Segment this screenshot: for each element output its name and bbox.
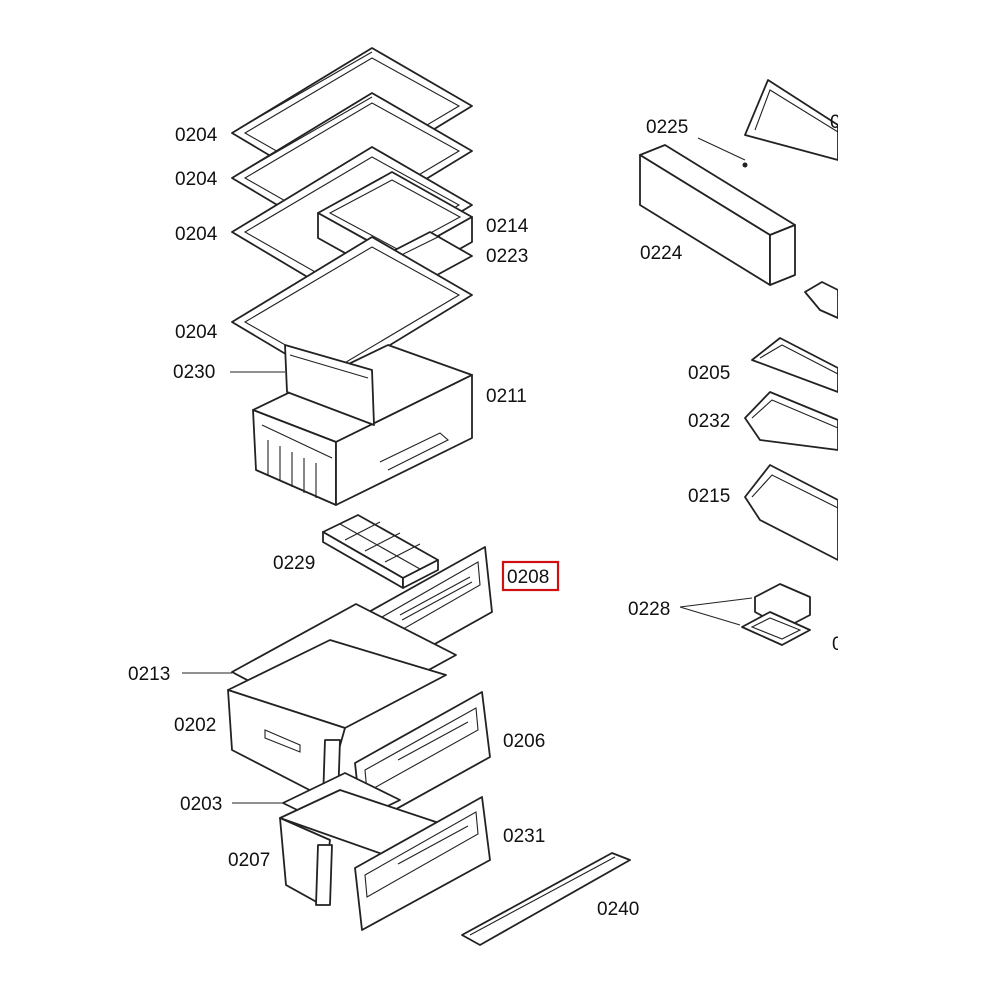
label-0240: 0240 — [597, 899, 639, 920]
door-cover-0224 — [639, 144, 796, 286]
highlight-box — [501, 560, 560, 592]
label-0208: 0208 — [507, 567, 549, 588]
leader-0228a — [679, 597, 753, 608]
freezer-drawer-0202 — [227, 639, 447, 801]
label-0204-d: 0204 — [175, 322, 218, 343]
divider-0230 — [284, 344, 375, 426]
leader-0225 — [697, 137, 746, 161]
label-0223: 0223 — [486, 246, 528, 267]
leader-0228b — [679, 606, 741, 626]
butter-dish-0228 — [741, 583, 811, 646]
label-0202: 0202 — [174, 715, 216, 736]
label-0214: 0214 — [486, 216, 529, 237]
label-0224: 0224 — [640, 243, 683, 264]
label-0207: 0207 — [228, 850, 270, 871]
kick-plate-0240 — [461, 852, 631, 946]
door-shelf-0232 — [744, 391, 839, 451]
label-0204-b: 0204 — [175, 169, 218, 190]
label-0213: 0213 — [128, 664, 170, 685]
ice-cube-tray-0229 — [322, 514, 439, 589]
egg-insert-partial — [804, 281, 839, 319]
label-0203: 0203 — [180, 794, 222, 815]
label-0230: 0230 — [173, 362, 215, 383]
crop-mask — [838, 0, 1000, 1000]
label-0206: 0206 — [503, 731, 545, 752]
drawer-front-0231 — [354, 796, 491, 931]
label-0211: 0211 — [486, 386, 527, 407]
label-0228: 0228 — [628, 599, 670, 620]
label-cut-off-2: 0 — [832, 634, 843, 655]
label-0204-a: 0204 — [175, 125, 218, 146]
label-0231: 0231 — [503, 826, 545, 847]
label-0229: 0229 — [273, 553, 315, 574]
label-0232: 0232 — [688, 411, 730, 432]
label-cut-off-1: 0 — [830, 112, 841, 133]
door-shelf-0205 — [751, 337, 839, 393]
door-shelf-0225 — [744, 79, 839, 161]
label-0205: 0205 — [688, 363, 730, 384]
door-shelf-0215 — [744, 464, 839, 561]
label-0215: 0215 — [688, 486, 730, 507]
label-0225: 0225 — [646, 117, 688, 138]
label-0204-c: 0204 — [175, 224, 218, 245]
